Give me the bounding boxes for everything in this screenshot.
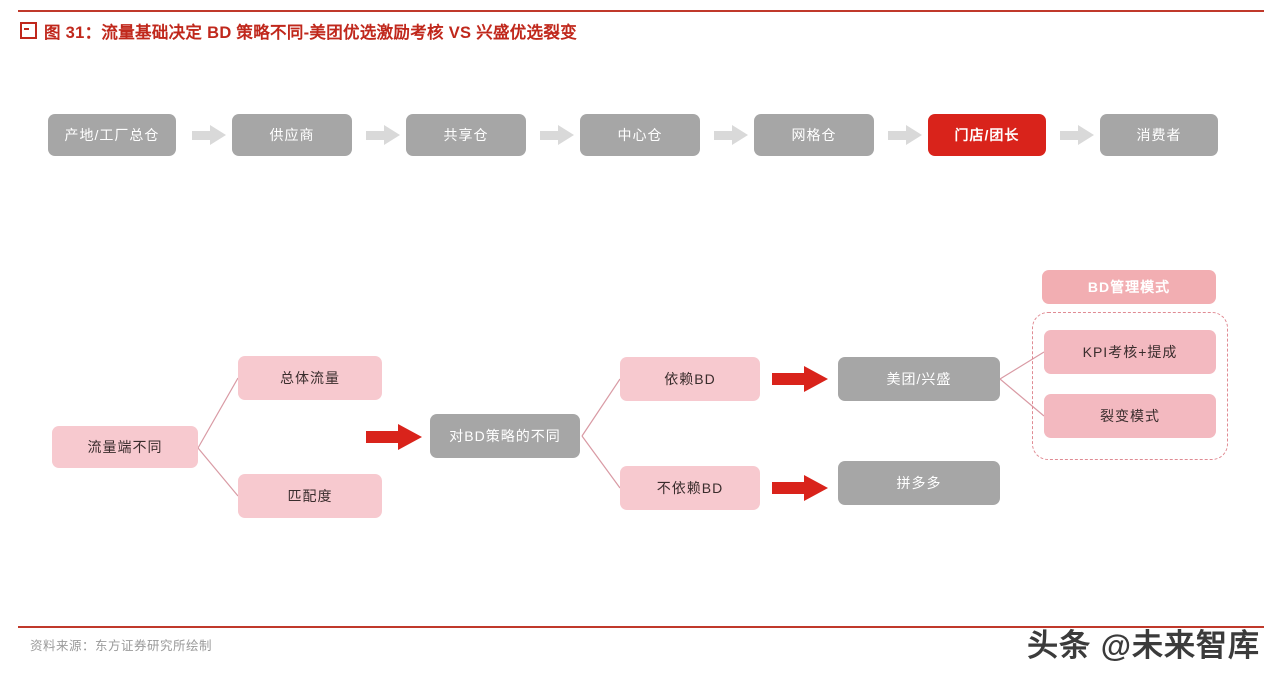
chain-arrow-2: [366, 125, 400, 145]
bd-group-item-kpi[interactable]: KPI考核+提成: [1044, 330, 1216, 374]
page-title-text: 图 31：流量基础决定 BD 策略不同-美团优选激励考核 VS 兴盛优选裂变: [44, 24, 578, 42]
chain-node-supplier[interactable]: 供应商: [232, 114, 352, 156]
chain-arrow-3: [540, 125, 574, 145]
red-arrow-to-meituan: [772, 366, 828, 392]
header-divider: [18, 10, 1264, 12]
flow-node-rely-on-bd[interactable]: 依赖BD: [620, 357, 760, 401]
flow-node-traffic-difference[interactable]: 流量端不同: [52, 426, 198, 468]
flow-node-total-traffic[interactable]: 总体流量: [238, 356, 382, 400]
bd-group-header[interactable]: BD管理模式: [1042, 270, 1216, 304]
flow-node-meituan-xingsheng[interactable]: 美团/兴盛: [838, 357, 1000, 401]
chain-arrow-6: [1060, 125, 1094, 145]
flow-node-bd-strategy-difference[interactable]: 对BD策略的不同: [430, 414, 580, 458]
page-title: 图 31：流量基础决定 BD 策略不同-美团优选激励考核 VS 兴盛优选裂变: [20, 19, 577, 43]
chain-arrow-1: [192, 125, 226, 145]
chain-arrow-5: [888, 125, 922, 145]
chain-node-central-warehouse[interactable]: 中心仓: [580, 114, 700, 156]
flow-node-match-degree[interactable]: 匹配度: [238, 474, 382, 518]
red-arrow-to-pinduoduo: [772, 475, 828, 501]
chain-node-origin[interactable]: 产地/工厂总仓: [48, 114, 176, 156]
chain-node-store-leader[interactable]: 门店/团长: [928, 114, 1046, 156]
red-arrow-to-bd-strategy: [366, 424, 422, 450]
flow-node-not-rely-on-bd[interactable]: 不依赖BD: [620, 466, 760, 510]
watermark: 头条 @未来智库: [1027, 628, 1260, 663]
chain-node-consumer[interactable]: 消费者: [1100, 114, 1218, 156]
figure-marker-icon: [20, 22, 37, 39]
chain-node-shared-warehouse[interactable]: 共享仓: [406, 114, 526, 156]
chain-arrow-4: [714, 125, 748, 145]
bd-group-dashed-border: [1032, 312, 1228, 460]
chain-node-grid-warehouse[interactable]: 网格仓: [754, 114, 874, 156]
bd-group-item-fission[interactable]: 裂变模式: [1044, 394, 1216, 438]
footer-divider: [18, 626, 1264, 628]
source-note: 资料来源：东方证券研究所绘制: [30, 639, 213, 653]
flow-node-pinduoduo[interactable]: 拼多多: [838, 461, 1000, 505]
